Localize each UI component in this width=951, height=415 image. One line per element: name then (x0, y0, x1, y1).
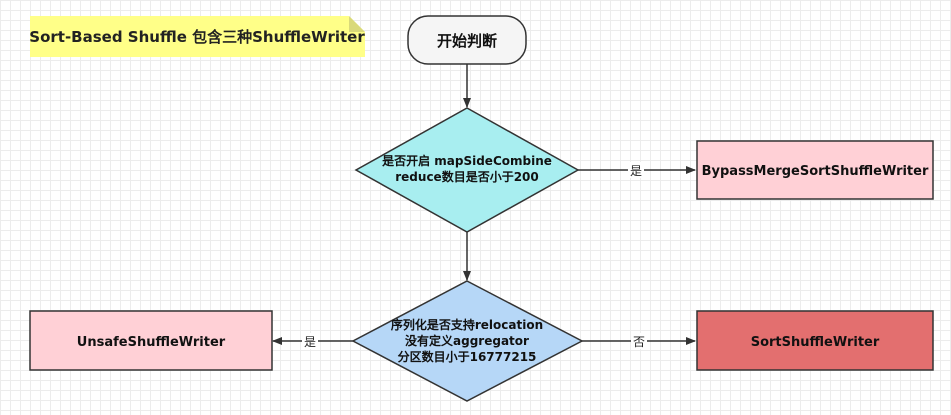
note-fold (349, 16, 365, 32)
decision1-shape (354, 107, 580, 233)
decision1-line2: reduce数目是否小于200 (395, 169, 539, 184)
decision1-node: 是否开启 mapSideCombine reduce数目是否小于200 (354, 107, 580, 233)
edge-label-d2-yes: 是 (304, 335, 316, 349)
edge-label-bg (302, 333, 318, 349)
bypass-writer-node: BypassMergeSortShuffleWriter (696, 140, 934, 200)
note-body (30, 16, 365, 57)
unsafe-writer-box (29, 310, 273, 371)
start-node: 开始判断 (407, 15, 527, 65)
sort-writer-node: SortShuffleWriter (696, 310, 934, 371)
sort-writer-box (696, 310, 934, 371)
bypass-writer-box (696, 140, 934, 200)
note-text: Sort-Based Shuffle 包含三种ShuffleWriter (29, 28, 365, 46)
unsafe-writer-label: UnsafeShuffleWriter (77, 335, 226, 350)
decision2-line3: 分区数目小于16777215 (398, 349, 537, 364)
edge-label-d2-no: 否 (633, 335, 645, 349)
note-shape: Sort-Based Shuffle 包含三种ShuffleWriter (29, 16, 365, 57)
start-label: 开始判断 (437, 32, 497, 50)
sort-writer-label: SortShuffleWriter (751, 335, 880, 350)
decision2-node: 序列化是否支持relocation 没有定义aggregator 分区数目小于1… (351, 280, 584, 402)
decision2-shape (351, 280, 584, 402)
edge-label-bg (628, 162, 644, 178)
decision2-line1: 序列化是否支持relocation (391, 317, 543, 332)
decision2-line2: 没有定义aggregator (405, 333, 529, 348)
edge-label-bg (631, 333, 647, 349)
bypass-writer-label: BypassMergeSortShuffleWriter (702, 164, 929, 179)
edge-label-d1-yes: 是 (630, 164, 642, 178)
decision1-line1: 是否开启 mapSideCombine (381, 153, 552, 168)
unsafe-writer-node: UnsafeShuffleWriter (29, 310, 273, 371)
